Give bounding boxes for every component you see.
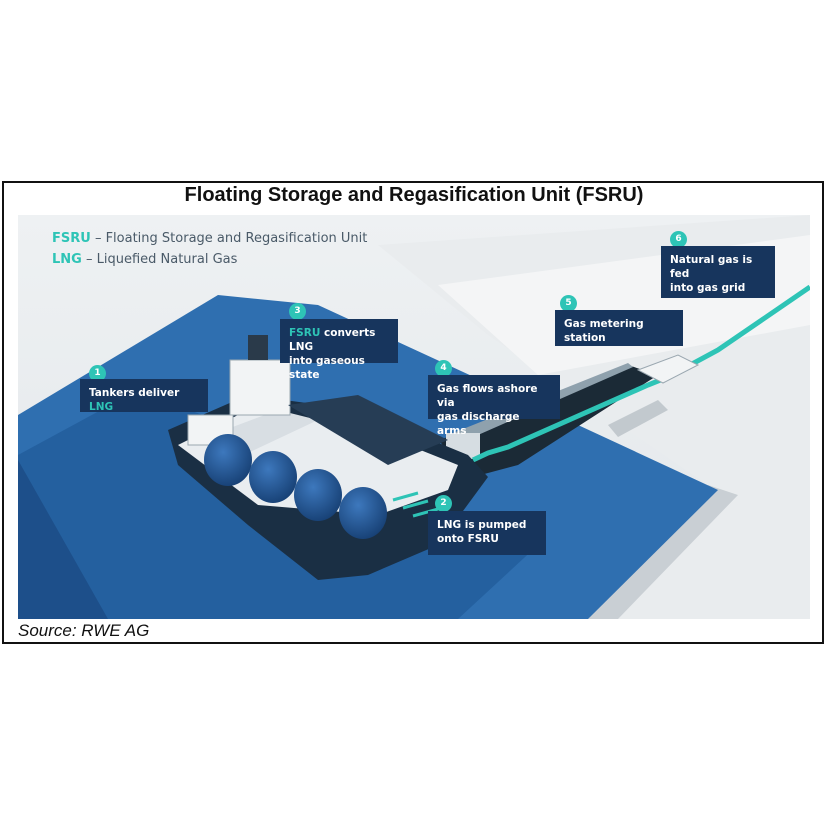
dock-wall xyxy=(608,400,668,437)
lng-tank-dome xyxy=(249,451,297,503)
legend-fsru: FSRU – Floating Storage and Regasificati… xyxy=(52,231,368,246)
callout-tankers-deliver: Tankers deliver LNG xyxy=(80,379,208,413)
step-number-3: 3 xyxy=(289,303,306,320)
source-credit: Source: RWE AG xyxy=(18,621,150,640)
regas-module xyxy=(288,395,448,465)
lng-tank-dome xyxy=(294,469,342,521)
step-number-4: 4 xyxy=(435,360,452,377)
metering-station xyxy=(636,354,700,384)
lng-tank-dome xyxy=(339,487,387,539)
figure-title: Floating Storage and Regasification Unit… xyxy=(184,184,644,206)
lng-tank-dome xyxy=(204,434,252,486)
water-front xyxy=(18,460,108,619)
fsru-bridge xyxy=(229,359,291,416)
transfer-arrow xyxy=(412,507,439,518)
callout-gas-metering-station: Gas metering station xyxy=(555,310,683,346)
step-number-2: 2 xyxy=(435,495,452,512)
transfer-arrow xyxy=(392,491,419,502)
step-number-5: 5 xyxy=(560,295,577,312)
fsru-scene xyxy=(18,215,810,619)
fsru-funnel xyxy=(248,335,268,360)
step-number-6: 6 xyxy=(670,231,687,248)
legend-lng: LNG – Liquefied Natural Gas xyxy=(52,252,238,267)
fsru-illustration: FSRU – Floating Storage and Regasificati… xyxy=(18,215,810,619)
transfer-arrow xyxy=(402,499,429,510)
step-number-1: 1 xyxy=(89,365,106,382)
gas-pipeline xyxy=(471,284,810,463)
